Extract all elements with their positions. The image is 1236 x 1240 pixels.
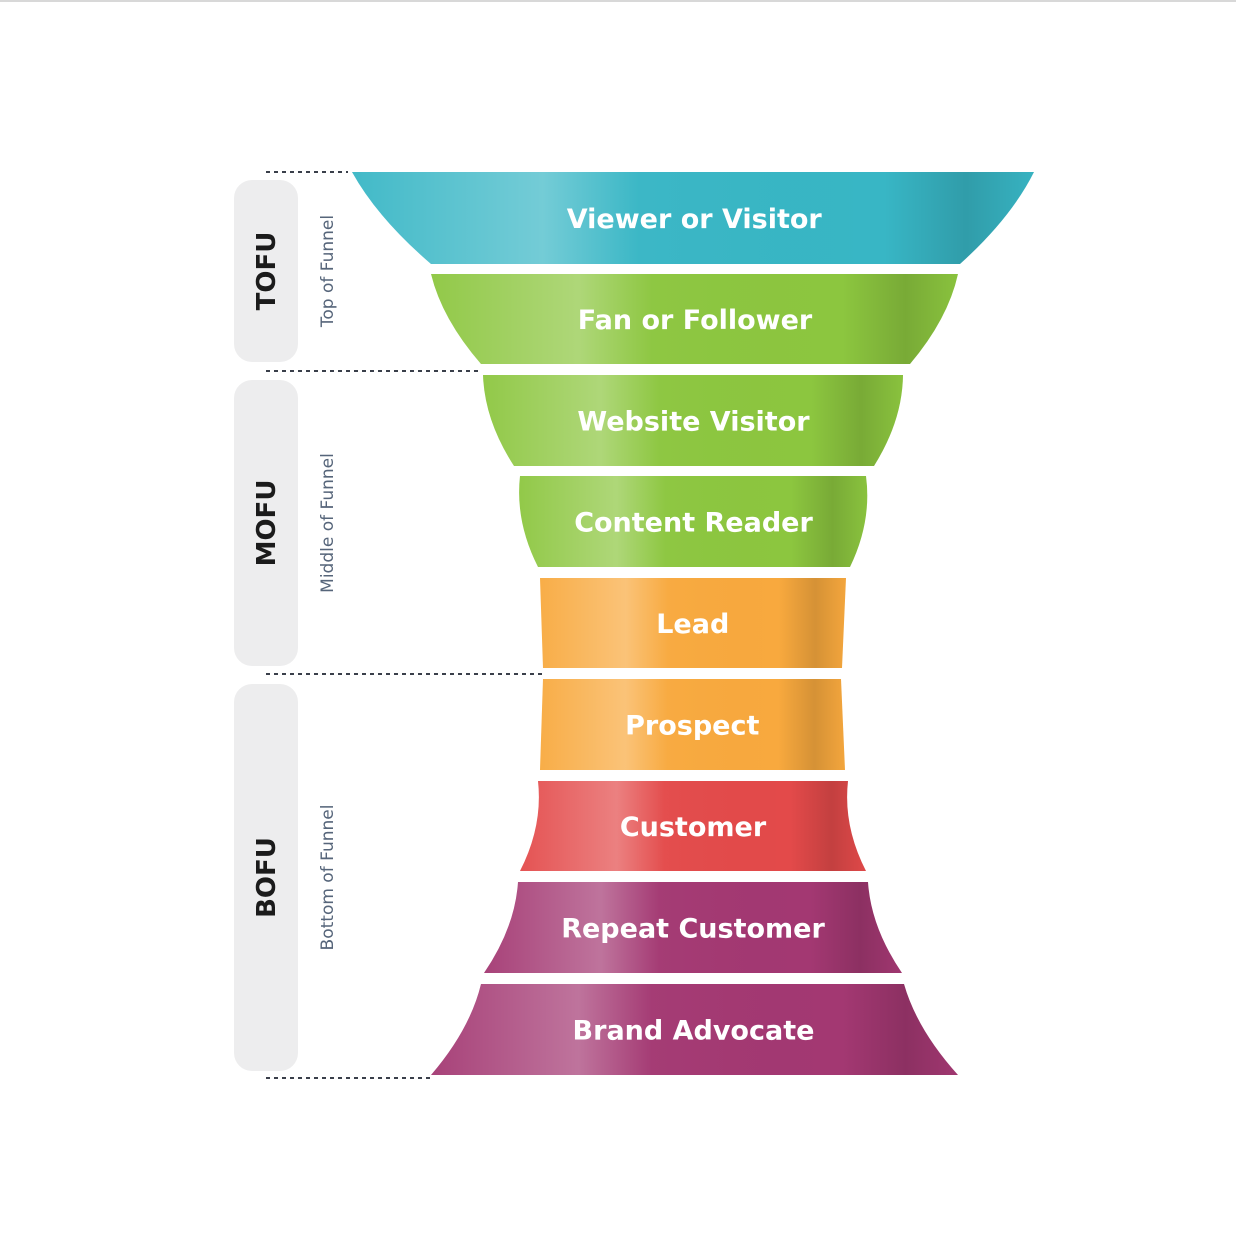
stage-name: Top of Funnel: [318, 215, 338, 328]
funnel-band-sheen: [483, 375, 903, 466]
funnel-band-label: Viewer or Visitor: [567, 204, 823, 235]
funnel-band: Prospect: [540, 679, 845, 770]
funnel-band-label: Prospect: [625, 711, 759, 742]
stage-group: TOFU Top of Funnel: [234, 180, 338, 362]
funnel-band-sheen: [540, 578, 846, 668]
funnel-band: Viewer or Visitor: [352, 172, 1034, 264]
funnel-band-sheen: [520, 781, 866, 871]
funnel-band: Content Reader: [519, 476, 868, 567]
funnel-band: Brand Advocate: [431, 984, 958, 1075]
funnel-band-sheen: [431, 984, 958, 1075]
stage-abbreviation: BOFU: [252, 837, 282, 918]
stage-box: [234, 380, 298, 666]
funnel-band-sheen: [484, 882, 902, 973]
funnel-band-label: Fan or Follower: [578, 305, 813, 336]
funnel-band-label: Customer: [620, 812, 767, 843]
stage-box: [234, 180, 298, 362]
stage-box: [234, 684, 298, 1071]
funnel-band: Fan or Follower: [431, 274, 958, 364]
funnel-band-sheen: [540, 679, 845, 770]
funnel-band: Lead: [540, 578, 846, 668]
funnel-band-sheen: [352, 172, 1034, 264]
funnel-band-sheen: [519, 476, 868, 567]
funnel-band-label: Content Reader: [574, 508, 813, 539]
stage-name: Bottom of Funnel: [318, 805, 338, 951]
stage-abbreviation: TOFU: [252, 232, 282, 311]
funnel-band: Website Visitor: [483, 375, 903, 466]
stage-name: Middle of Funnel: [318, 453, 338, 593]
stage-group: BOFU Bottom of Funnel: [234, 684, 338, 1071]
funnel-band-label: Repeat Customer: [561, 914, 825, 945]
stage-abbreviation: MOFU: [252, 480, 282, 567]
funnel-band: Repeat Customer: [484, 882, 902, 973]
funnel-band-label: Lead: [656, 609, 729, 640]
stage-group: MOFU Middle of Funnel: [234, 380, 338, 666]
funnel-band-label: Website Visitor: [577, 407, 810, 438]
funnel-band: Customer: [520, 781, 866, 871]
funnel-band-label: Brand Advocate: [573, 1016, 815, 1047]
funnel-band-sheen: [431, 274, 958, 364]
